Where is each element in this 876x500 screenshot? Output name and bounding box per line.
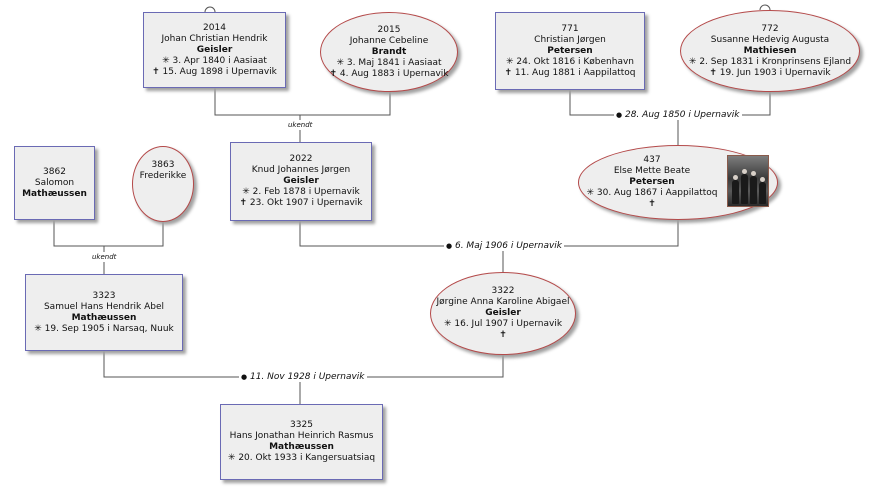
person-id: 2014 bbox=[203, 22, 226, 33]
union-label-2022-437: ● 6. Maj 1906 i Upernavik bbox=[444, 241, 564, 251]
person-given-name: Susanne Hedevig Augusta bbox=[710, 34, 830, 45]
person-birth: ✳ 3. Maj 1841 i Aasiaat bbox=[336, 57, 442, 68]
person-death: ✝ 11. Aug 1881 i Aappilattoq bbox=[504, 67, 636, 78]
person-given-name: Christian Jørgen bbox=[534, 34, 606, 45]
person-given-name: Salomon bbox=[34, 177, 75, 188]
person-772[interactable]: 772 Susanne Hedevig Augusta Mathiesen ✳ … bbox=[680, 10, 860, 92]
person-surname: Mathæussen bbox=[22, 188, 87, 199]
person-id: 3322 bbox=[491, 286, 515, 296]
line-3862-3863 bbox=[53, 220, 164, 247]
union-label-771-772: ● 28. Aug 1850 i Upernavik bbox=[614, 110, 742, 120]
person-death: ✝ 23. Okt 1907 i Upernavik bbox=[239, 198, 363, 208]
person-death: ✝ 4. Aug 1883 i Upernavik bbox=[329, 68, 449, 79]
person-id: 772 bbox=[761, 23, 779, 34]
person-birth: ✳ 19. Sep 1905 i Narsaq, Nuuk bbox=[34, 323, 174, 334]
person-id: 3862 bbox=[43, 166, 66, 177]
person-given-name: Jørgine Anna Karoline Abigael bbox=[436, 297, 570, 307]
person-id: 3325 bbox=[290, 420, 313, 430]
loop-2014 bbox=[204, 6, 216, 13]
person-2022[interactable]: 2022 Knud Johannes Jørgen Geisler ✳ 2. F… bbox=[230, 142, 372, 221]
person-birth: ✳ 30. Aug 1867 i Aappilattoq bbox=[586, 188, 718, 198]
person-id: 771 bbox=[561, 23, 579, 34]
union-label-3862-3863: ukendt bbox=[90, 252, 119, 262]
person-surname: Geisler bbox=[283, 176, 319, 186]
person-birth: ✳ 3. Apr 1840 i Aasiaat bbox=[162, 55, 267, 66]
person-birth: ✳ 20. Okt 1933 i Kangersuatsiaq bbox=[227, 453, 376, 463]
person-given-name: Johanne Cebeline bbox=[349, 35, 429, 46]
person-2014[interactable]: 2014 Johan Christian Hendrik Geisler ✳ 3… bbox=[143, 12, 286, 88]
person-given-name: Samuel Hans Hendrik Abel bbox=[43, 301, 165, 312]
line-2014-2015 bbox=[214, 88, 391, 116]
loop-772 bbox=[759, 4, 771, 11]
person-surname: Mathæussen bbox=[71, 312, 137, 323]
person-id: 2022 bbox=[289, 154, 313, 164]
person-death: ✝ 19. Jun 1903 i Upernavik bbox=[709, 67, 831, 78]
person-birth: ✳ 24. Okt 1816 i København bbox=[506, 56, 634, 67]
person-surname: Mathiesen bbox=[743, 45, 797, 56]
person-given-name: Frederikke bbox=[139, 171, 187, 181]
marriage-dot-icon: ● bbox=[616, 111, 623, 119]
person-given-name: Johan Christian Hendrik bbox=[161, 33, 268, 44]
person-surname: Geisler bbox=[196, 44, 233, 55]
marriage-dot-icon: ● bbox=[241, 373, 248, 381]
marriage-dot-icon: ● bbox=[446, 242, 453, 250]
person-surname: Petersen bbox=[547, 45, 593, 56]
union-label-3323-3322: ● 11. Nov 1928 i Upernavik bbox=[239, 372, 367, 382]
person-surname: Mathæussen bbox=[269, 442, 334, 452]
person-3322[interactable]: 3322 Jørgine Anna Karoline Abigael Geisl… bbox=[430, 272, 576, 355]
person-id: 2015 bbox=[377, 24, 401, 35]
union-label-2014-2015: ukendt bbox=[286, 120, 315, 130]
person-birth: ✳ 2. Sep 1831 i Kronprinsens Ejland bbox=[688, 56, 852, 67]
person-birth: ✳ 2. Feb 1878 i Upernavik bbox=[242, 187, 360, 197]
person-id: 3863 bbox=[151, 160, 175, 170]
person-3863[interactable]: 3863 Frederikke bbox=[132, 146, 194, 222]
person-2015[interactable]: 2015 Johanne Cebeline Brandt ✳ 3. Maj 18… bbox=[320, 12, 458, 92]
person-given-name: Knud Johannes Jørgen bbox=[251, 165, 351, 175]
person-771[interactable]: 771 Christian Jørgen Petersen ✳ 24. Okt … bbox=[495, 12, 645, 90]
person-437-photo[interactable] bbox=[727, 155, 769, 207]
person-surname: Petersen bbox=[629, 177, 675, 187]
person-given-name: Hans Jonathan Heinrich Rasmus bbox=[229, 431, 374, 441]
person-3862[interactable]: 3862 Salomon Mathæussen bbox=[14, 146, 95, 220]
person-death: ✝ bbox=[499, 330, 507, 340]
person-death: ✝ 15. Aug 1898 i Upernavik bbox=[152, 66, 277, 77]
person-birth: ✳ 16. Jul 1907 i Upernavik bbox=[443, 319, 563, 329]
person-given-name: Else Mette Beate bbox=[613, 166, 691, 176]
person-3325[interactable]: 3325 Hans Jonathan Heinrich Rasmus Mathæ… bbox=[220, 404, 383, 480]
person-surname: Geisler bbox=[485, 308, 521, 318]
person-id: 3323 bbox=[92, 290, 116, 301]
person-3323[interactable]: 3323 Samuel Hans Hendrik Abel Mathæussen… bbox=[25, 274, 183, 351]
person-surname: Brandt bbox=[371, 46, 407, 57]
person-id: 437 bbox=[643, 155, 661, 165]
person-death: ✝ bbox=[648, 199, 656, 209]
